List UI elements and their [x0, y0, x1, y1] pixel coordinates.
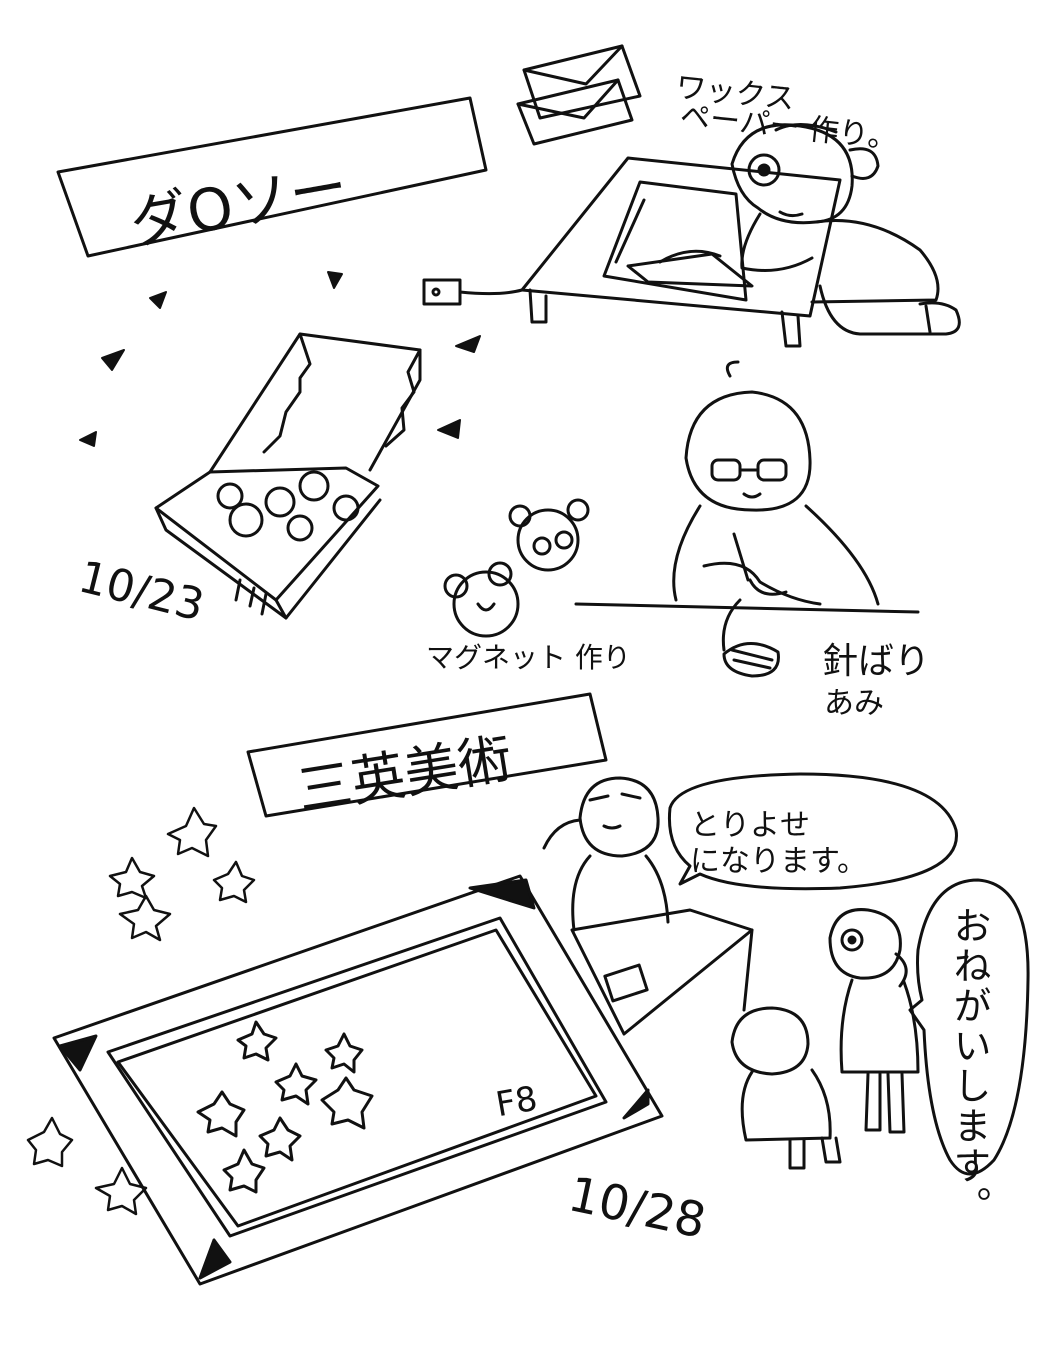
customer-illustration: [732, 910, 918, 1168]
star-sparkles: [28, 808, 254, 1214]
knitting-woman-illustration: [576, 362, 918, 676]
bear-magnet-icons: [445, 500, 588, 636]
daiso-product-box: [156, 334, 420, 618]
daiso-signboard: [58, 98, 486, 256]
customer-speech-text: おねがいします。: [947, 906, 991, 1226]
envelope-icon: [518, 46, 640, 144]
needle-caption-line1: 針ばり: [822, 641, 931, 682]
canvas-size-label: F8: [492, 1078, 541, 1126]
needle-caption-line2: あみ: [824, 686, 884, 721]
magnet-caption: マグネット 作り: [426, 641, 631, 674]
clerk-speech-line1: とりよせ: [690, 808, 810, 843]
ironing-woman-illustration: [424, 124, 959, 346]
shop-clerk-illustration: [544, 778, 752, 1034]
clerk-speech-line2: になります。: [690, 844, 867, 879]
canvas-board: [54, 876, 662, 1284]
sparkle-triangles: [80, 272, 480, 446]
sanei-signboard: [248, 694, 606, 816]
customer-speech-bubble: [910, 880, 1028, 1174]
clerk-speech-bubble: [669, 774, 956, 889]
